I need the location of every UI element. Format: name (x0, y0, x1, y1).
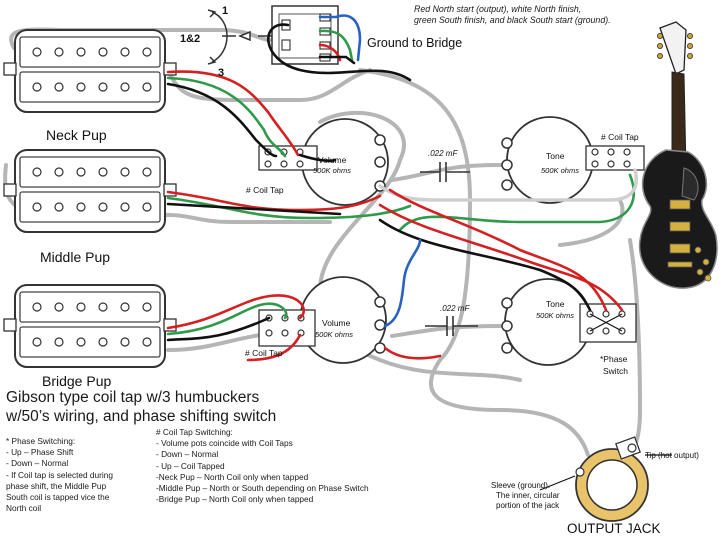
switch-pos-1: 1 (222, 5, 228, 17)
coil-tap-bridge-vol-label: # Coil Tap (245, 348, 283, 358)
coil-tap-switching-notes: # Coil Tap Switching: - Volume pots coin… (156, 427, 369, 505)
phase-note-line: phase shift, the Middle Pup (6, 480, 107, 491)
switch-pos-3: 3 (218, 67, 224, 79)
output-jack (539, 436, 672, 522)
volume-neck-value: 500K ohms (313, 166, 351, 175)
ground-label: Ground to Bridge (367, 36, 462, 50)
middle-pickup (3, 149, 177, 233)
phase-switch-label-2: Switch (603, 366, 628, 376)
bridge-pickup-label: Bridge Pup (42, 373, 111, 389)
phase-switch (579, 303, 637, 343)
diagram-title-line-1: Gibson type coil tap w/3 humbuckers (6, 389, 260, 406)
jack-sleeve-label-2: The inner, circular (496, 491, 560, 500)
phase-switching-notes: * Phase Switching: - Up – Phase Shift - … (6, 436, 113, 514)
capacitor-bottom (425, 316, 478, 336)
pole-pieces (32, 47, 152, 92)
volume-bridge-value: 500K ohms (315, 330, 353, 339)
tone-bridge-name: Tone (546, 299, 565, 309)
jack-sleeve-label-3: portion of the jack (496, 501, 560, 510)
coil-note-line: -Bridge Pup – North Coil only when tappe… (156, 494, 314, 505)
phase-note-line: North coil (6, 503, 42, 514)
coil-note-line: - Volume pots coincide with Coil Taps (156, 438, 293, 449)
phase-note-line: - If Coil tap is selected during (6, 469, 113, 480)
capacitor-top (420, 162, 470, 182)
diagram-title: Gibson type coil tap w/3 humbuckers w/50… (6, 388, 276, 426)
phase-note-line: * Phase Switching: (6, 436, 76, 446)
phase-note-line: - Up – Phase Shift (6, 447, 74, 458)
volume-neck-name: Volume (318, 155, 347, 165)
coil-note-line: # Coil Tap Switching: (156, 427, 233, 437)
coil-tap-neck-vol-label: # Coil Tap (246, 185, 284, 195)
tone-pot-neck (501, 116, 594, 204)
tone-neck-value: 500K ohms (541, 166, 579, 175)
output-jack-title: OUTPUT JACK (567, 521, 661, 536)
coil-note-line: - Up – Coil Tapped (156, 460, 225, 471)
wire-color-note: Red North start (output), white North fi… (414, 4, 664, 26)
phase-switch-label-1: *Phase (600, 354, 628, 364)
jack-tip-label: Tip (hot output) (645, 451, 699, 460)
coil-note-line: -Middle Pup – North or South depending o… (156, 483, 369, 494)
volume-pot-neck (301, 118, 389, 206)
phase-note-line: - Down – Normal (6, 458, 69, 469)
jack-sleeve-label-1: Sleeve (ground). (491, 481, 550, 490)
guitar-illustration (638, 21, 718, 289)
tone-pot-bridge (501, 278, 592, 366)
volume-bridge-name: Volume (322, 318, 351, 328)
coil-note-line: -Neck Pup – North Coil only when tapped (156, 471, 309, 482)
phase-note-line: South coil is tapped vice the (6, 492, 110, 503)
tone-bridge-value: 500K ohms (536, 311, 574, 320)
wire-color-note-line-1: Red North start (output), white North fi… (414, 4, 582, 14)
coil-tap-switch-neck-tone (585, 145, 645, 171)
volume-pot-bridge (299, 276, 387, 364)
middle-pickup-label: Middle Pup (40, 249, 110, 265)
colored-wires (166, 14, 638, 362)
wire-color-note-line-2: green South finish, and black South star… (414, 15, 611, 25)
cap-top-label: .022 mF (428, 149, 458, 158)
neck-pickup (3, 29, 177, 113)
tone-neck-name: Tone (546, 151, 565, 161)
toggle-switch (207, 5, 339, 65)
diagram-title-line-2: w/50’s wiring, and phase shifting switch (6, 408, 277, 425)
neck-pickup-label: Neck Pup (46, 127, 107, 143)
switch-pos-12: 1&2 (180, 33, 200, 45)
coil-tap-neck-tone-label: # Coil Tap (601, 132, 639, 142)
bridge-pickup (3, 284, 177, 368)
cap-bottom-label: .022 mF (440, 304, 470, 313)
coil-note-line: - Down – Normal (156, 449, 219, 460)
